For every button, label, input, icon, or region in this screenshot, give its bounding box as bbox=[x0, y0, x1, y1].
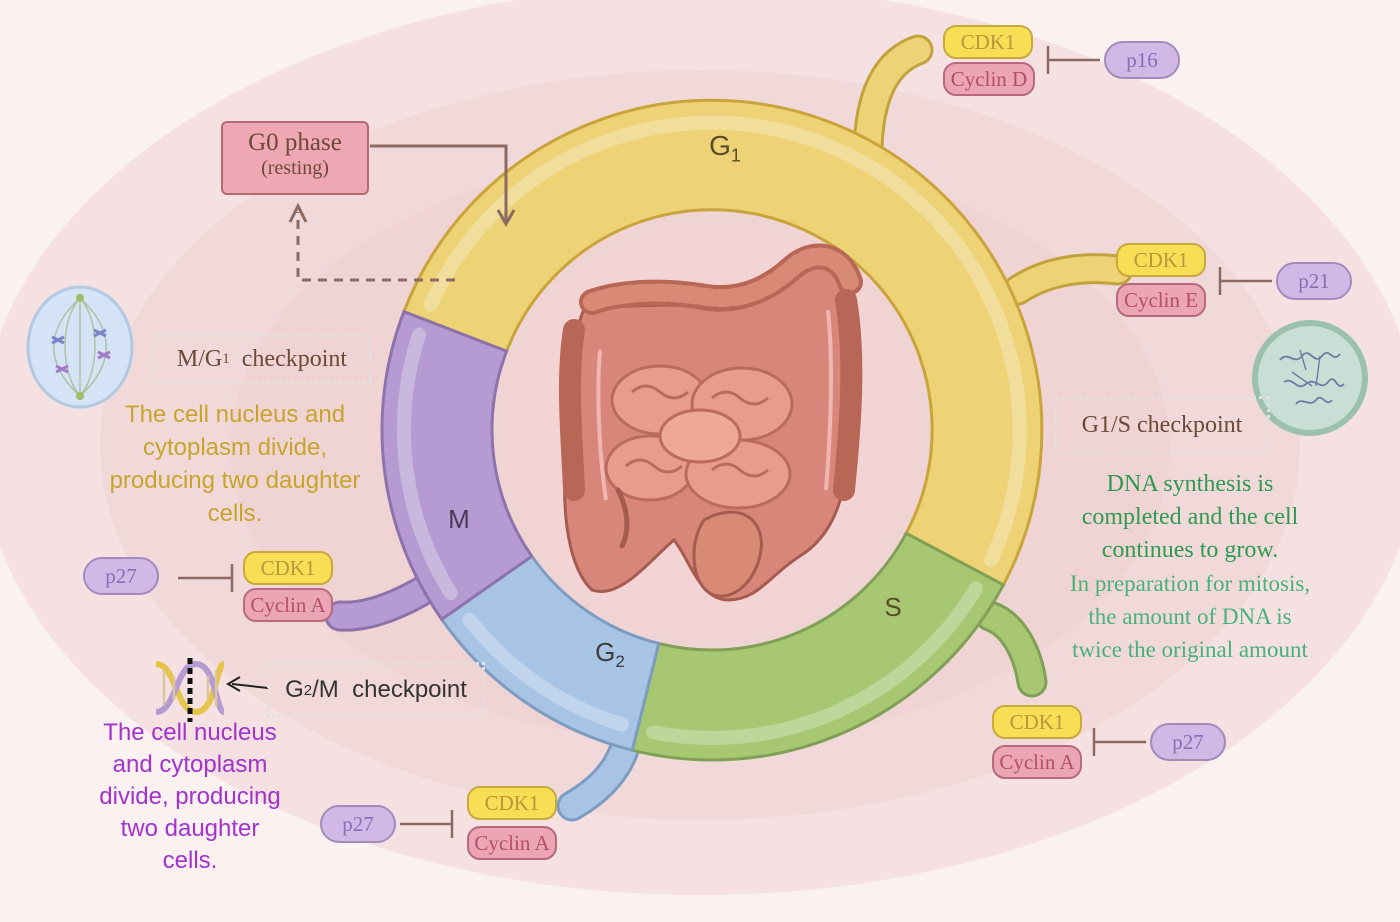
cell-cycle-ring bbox=[380, 98, 1044, 762]
description-g2m: The cell nucleus and cytoplasm divide, p… bbox=[80, 717, 300, 877]
phase-label-m: M bbox=[448, 504, 470, 534]
description-g2m-line: The cell nucleus bbox=[103, 719, 277, 746]
inhibition-line-p27-bottom bbox=[400, 810, 454, 838]
description-g1s-extra-line: twice the original amount bbox=[1072, 637, 1308, 662]
cyclin-pill-g1-right: Cyclin E bbox=[1116, 283, 1206, 317]
g0-phase-subtitle: (resting) bbox=[261, 157, 329, 179]
description-g1s-line: continues to grow. bbox=[1101, 537, 1279, 563]
description-mg1-line: cells. bbox=[207, 500, 263, 527]
cyclin-pill-g1-top: Cyclin D bbox=[943, 62, 1035, 96]
description-mg1: The cell nucleus and cytoplasm divide, p… bbox=[80, 398, 390, 530]
checkpoint-g2m-post: /M checkpoint bbox=[312, 676, 467, 703]
ring-segment-m bbox=[380, 309, 534, 622]
mitotic-spindle-cell-icon bbox=[26, 285, 134, 409]
g0-phase-title: G0 phase bbox=[248, 129, 342, 156]
inhibitor-pill-m-left: p27 bbox=[83, 557, 159, 595]
inhibition-line-p27-left bbox=[178, 564, 234, 592]
phase-label-g2: G2 bbox=[575, 637, 645, 672]
cdk-pill-m-left: CDK1 bbox=[243, 551, 333, 585]
cdk-pill-g1-top: CDK1 bbox=[943, 25, 1033, 59]
g0-exit-arrowhead bbox=[288, 202, 308, 223]
cdk-pill-s-right: CDK1 bbox=[992, 705, 1082, 739]
description-g2m-line: and cytoplasm bbox=[112, 751, 268, 778]
description-g1s-extra-line: the amount of DNA is bbox=[1088, 604, 1292, 629]
cyclin-pill-g2-bottom: Cyclin A bbox=[467, 826, 557, 860]
inhibitor-pill-g2-bottom: p27 bbox=[320, 805, 396, 843]
g0-phase-box: G0 phase (resting) bbox=[221, 121, 369, 195]
intestine-icon bbox=[558, 243, 863, 602]
tube-s-right bbox=[977, 603, 1045, 695]
checkpoint-g2m-pre: G bbox=[285, 676, 304, 703]
g0-return-arrow bbox=[370, 144, 508, 222]
dna-helix-icon bbox=[155, 658, 269, 722]
phase-label-g1: G1 bbox=[690, 130, 760, 167]
phase-label-g1-sub: 1 bbox=[730, 145, 741, 166]
phase-label-g2-base: G bbox=[595, 637, 616, 667]
cdk-pill-g2-bottom: CDK1 bbox=[467, 786, 557, 820]
description-g2m-line: two daughter bbox=[120, 815, 260, 842]
cyclin-pill-s-right: Cyclin A bbox=[992, 745, 1082, 779]
inhibitor-pill-s-right: p27 bbox=[1150, 723, 1226, 761]
description-mg1-line: The cell nucleus and bbox=[124, 401, 346, 428]
checkpoint-mg1-post: checkpoint bbox=[229, 345, 348, 372]
checkpoint-mg1-sub: 1 bbox=[222, 350, 230, 367]
description-g1s-line: DNA synthesis is bbox=[1106, 471, 1274, 497]
description-g2m-line: cells. bbox=[162, 847, 218, 874]
phase-label-g2-sub: 2 bbox=[615, 652, 625, 672]
description-g1s-line: completed and the cell bbox=[1081, 504, 1299, 530]
description-mg1-line: producing two daughter bbox=[109, 467, 361, 494]
description-g2m-line: divide, producing bbox=[99, 783, 281, 810]
ring-segment-g1 bbox=[401, 98, 1044, 587]
inhibition-line-p27-right bbox=[1092, 728, 1146, 756]
checkpoint-g1s: G1/S checkpoint bbox=[1054, 396, 1270, 454]
inhibitor-pill-g1-top: p16 bbox=[1104, 41, 1180, 79]
inhibitor-pill-g1-right: p21 bbox=[1276, 262, 1352, 300]
ring-segment-s-highlight bbox=[646, 581, 983, 745]
checkpoint-mg1-pre: M/G bbox=[176, 345, 223, 372]
phase-label-s: S bbox=[884, 592, 902, 622]
ring-segment-g1-highlight bbox=[423, 115, 1027, 568]
phase-label-g1-base: G bbox=[709, 130, 731, 161]
tube-g1-right bbox=[1005, 256, 1131, 303]
tube-g1-top bbox=[855, 37, 931, 161]
inhibition-line-p16 bbox=[1046, 46, 1100, 74]
cyclin-pill-m-left: Cyclin A bbox=[243, 588, 333, 622]
g0-exit-arrow bbox=[296, 212, 455, 282]
description-g1s-extra-line: In preparation for mitosis, bbox=[1069, 571, 1311, 596]
checkpoint-g2m-sub: 2 bbox=[303, 681, 313, 699]
description-g1s: DNA synthesis is completed and the cell … bbox=[1030, 468, 1350, 567]
description-mg1-line: cytoplasm divide, bbox=[142, 434, 328, 461]
description-g1s-extra: In preparation for mitosis, the amount o… bbox=[1030, 567, 1350, 666]
inhibition-line-p21 bbox=[1218, 267, 1272, 295]
g0-return-arrowhead bbox=[496, 209, 516, 228]
ring-segment-m-highlight bbox=[397, 327, 458, 601]
ring-segment-g2-highlight bbox=[462, 612, 629, 732]
cell-with-dna-icon bbox=[1252, 320, 1368, 436]
cdk-pill-g1-right: CDK1 bbox=[1116, 243, 1206, 277]
ring-segment-s bbox=[630, 531, 1006, 762]
